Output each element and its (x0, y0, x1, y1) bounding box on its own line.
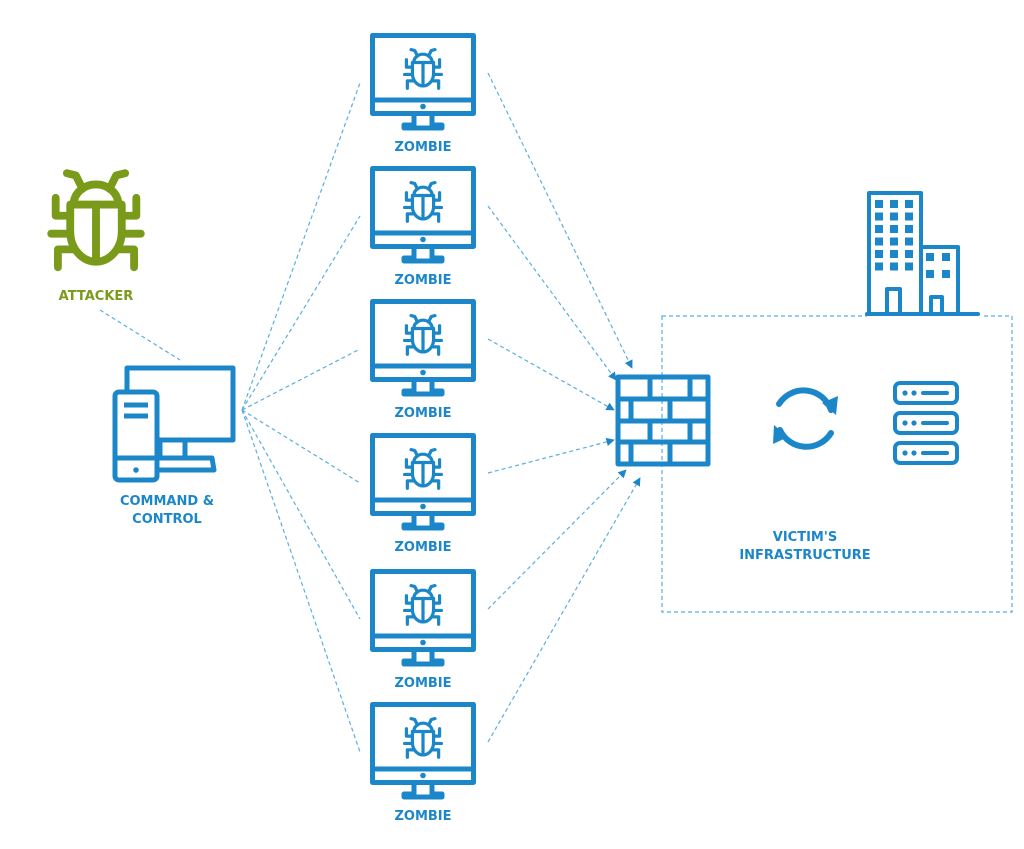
command-link (241, 409, 361, 484)
server-unit (893, 411, 959, 435)
window (875, 250, 883, 258)
window (875, 237, 883, 246)
window (875, 262, 883, 271)
window (942, 270, 950, 278)
window (875, 225, 883, 233)
attack-link (487, 72, 633, 369)
window (890, 225, 898, 233)
command-link (241, 82, 361, 411)
command-control-label-line2: CONTROL (132, 512, 202, 527)
attack-link (487, 437, 615, 474)
attack-link (487, 469, 627, 610)
window (942, 253, 950, 261)
building-icon (865, 191, 981, 318)
victim-infrastructure-boundary (661, 315, 1013, 613)
zombie-computer-icon (373, 436, 474, 529)
attack-link (487, 338, 615, 411)
attack-link (487, 205, 617, 381)
server-unit (893, 441, 959, 465)
attack-link (487, 477, 641, 743)
attacker-label: ATTACKER (58, 289, 134, 304)
window (905, 250, 913, 258)
zombie-label: ZOMBIE (394, 540, 452, 555)
window (890, 262, 898, 271)
connections (99, 72, 641, 753)
zombie-label: ZOMBIE (394, 676, 452, 691)
zombie-computer-icon (373, 36, 474, 129)
window (890, 250, 898, 258)
zombie-computer-icon (373, 705, 474, 798)
desktop-computer-icon (112, 365, 236, 483)
command-link (241, 409, 361, 620)
window (890, 237, 898, 246)
zombie-computer-icon (373, 169, 474, 262)
window (926, 253, 934, 261)
command-control-label-line1: COMMAND & (119, 494, 215, 509)
window (905, 212, 913, 221)
command-link (241, 409, 361, 753)
window (890, 212, 898, 221)
server-icon (893, 381, 959, 465)
window (905, 237, 913, 246)
zombie-label: ZOMBIE (394, 809, 452, 824)
zombie-label: ZOMBIE (394, 273, 452, 288)
command-link (241, 348, 361, 411)
zombie-computer-icon (373, 572, 474, 665)
firewall-icon (615, 374, 711, 467)
window (905, 200, 913, 208)
zombie-computer-icon (373, 302, 474, 395)
attacker-bug-icon (51, 173, 141, 267)
attacker-link (99, 309, 181, 361)
window (875, 212, 883, 221)
command-link (241, 215, 361, 411)
sync-icon (773, 387, 838, 450)
window (926, 270, 934, 278)
victim-label-line2: INFRASTRUCTURE (739, 548, 871, 563)
zombie-label: ZOMBIE (394, 406, 452, 421)
zombie-label: ZOMBIE (394, 140, 452, 155)
window (905, 225, 913, 233)
server-unit (893, 381, 959, 405)
window (890, 200, 898, 208)
window (875, 200, 883, 208)
window (905, 262, 913, 271)
victim-label-line1: VICTIM'S (772, 530, 838, 545)
